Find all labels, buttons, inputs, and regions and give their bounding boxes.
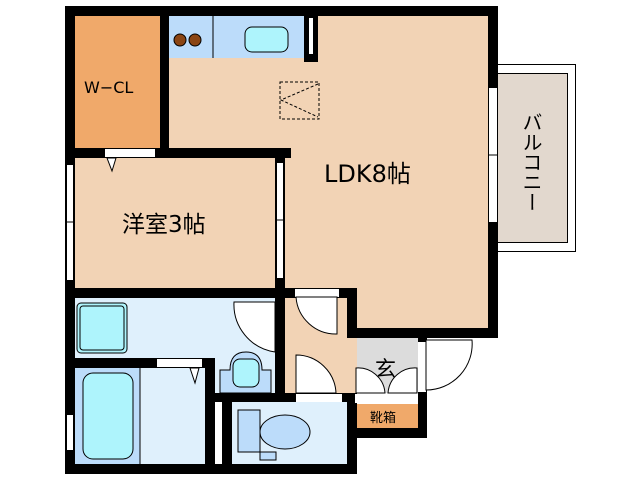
western-room-label: 洋室3帖 (122, 212, 206, 238)
wall-closet-right (160, 16, 169, 158)
window-closet (105, 149, 155, 157)
toilet-bowl-icon (259, 414, 311, 450)
shoe-box (356, 404, 418, 428)
wall-shoebox-bottom (347, 428, 427, 438)
front-door-swing-icon (425, 339, 473, 391)
door-opening-bath (157, 359, 202, 367)
closet-door-marker-icon (106, 157, 117, 173)
door-opening-front (418, 342, 426, 392)
wall-wash-right (275, 298, 285, 402)
sink-icon (244, 26, 289, 53)
door-swing-icon (387, 367, 418, 394)
balcony-label: バルコニー (519, 112, 543, 212)
wall-western-bottom (65, 288, 355, 298)
wall-closet-bottom (65, 148, 291, 158)
walk-in-closet-label: W−CL (84, 78, 134, 97)
door-swing-icon (233, 301, 276, 353)
balcony (496, 73, 568, 243)
ldk-label: LDK8帖 (324, 160, 411, 188)
wall-toilet-left (222, 393, 232, 464)
western-room (75, 158, 275, 290)
wall-bottom (65, 464, 352, 474)
wall-top (65, 6, 498, 16)
entrance-label: 玄 (375, 357, 396, 381)
wall-bath-right (205, 358, 215, 464)
door-swing-icon (295, 354, 337, 394)
door-opening-shoebox (355, 394, 417, 403)
stove-burner-icon (188, 33, 202, 47)
wall-left-lower (65, 298, 75, 474)
door-opening-hall (295, 289, 339, 297)
washing-machine-pan-icon (76, 302, 128, 354)
door-opening-toilet (215, 405, 221, 460)
wall-left-upper (65, 6, 75, 158)
window-bath (66, 415, 74, 450)
shoe-box-label: 靴箱 (370, 411, 397, 426)
wall-wash-bath (75, 358, 215, 368)
walk-in-closet (75, 16, 160, 150)
bathtub-icon (82, 372, 134, 460)
bath-door-marker-icon (189, 367, 200, 385)
door-opening-hall-bottom (296, 394, 342, 402)
window-kitchen (309, 18, 313, 54)
range-hood-icon (279, 81, 320, 120)
door-swing-icon (355, 367, 386, 394)
door-swing-icon (295, 296, 338, 335)
wall-hall-right (347, 288, 357, 338)
stove-burner-icon (173, 33, 187, 47)
wall-toilet-top (215, 393, 357, 402)
